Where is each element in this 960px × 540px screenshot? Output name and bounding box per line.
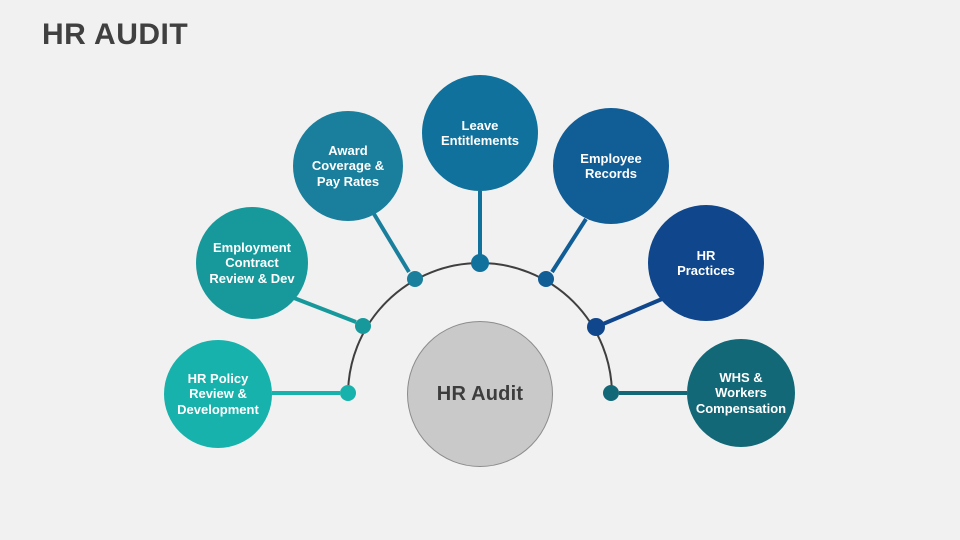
arc-dot-whs-workers-compensation[interactable]	[603, 385, 619, 401]
node-label-employee-records: Employee Records	[580, 150, 642, 181]
node-label-hr-practices: HR Practices	[677, 247, 735, 278]
node-hr-practices[interactable]: HR Practices	[648, 205, 764, 321]
node-hr-policy-review-development[interactable]: HR Policy Review & Development	[164, 340, 272, 448]
node-label-whs-workers-compensation: WHS & Workers Compensation	[695, 370, 787, 416]
node-whs-workers-compensation[interactable]: WHS & Workers Compensation	[687, 339, 795, 447]
hub-circle[interactable]: HR Audit	[407, 321, 553, 467]
connector-line-employee-records	[550, 217, 588, 274]
arc-dot-employment-contract-review-dev[interactable]	[355, 318, 371, 334]
page-title: HR AUDIT	[42, 18, 189, 51]
connector-line-award-coverage-pay-rates	[372, 212, 411, 274]
arc-dot-employee-records[interactable]	[538, 271, 554, 287]
node-employment-contract-review-dev[interactable]: Employment Contract Review & Dev	[196, 207, 308, 319]
node-award-coverage-pay-rates[interactable]: Award Coverage & Pay Rates	[293, 111, 403, 221]
hub-label: HR Audit	[436, 382, 524, 405]
node-label-award-coverage-pay-rates: Award Coverage & Pay Rates	[311, 143, 385, 189]
arc-node-dots-group	[340, 254, 619, 401]
connector-line-hr-practices	[602, 297, 663, 326]
node-employee-records[interactable]: Employee Records	[553, 108, 669, 224]
node-label-leave-entitlements: Leave Entitlements	[440, 117, 519, 148]
node-label-employment-contract-review-dev: Employment Contract Review & Dev	[209, 240, 295, 286]
arc-dot-hr-policy-review-development[interactable]	[340, 385, 356, 401]
node-label-hr-policy-review-development: HR Policy Review & Development	[177, 371, 259, 417]
arc-dot-leave-entitlements[interactable]	[471, 254, 489, 272]
connector-line-employment-contract-review-dev	[293, 296, 357, 324]
node-leave-entitlements[interactable]: Leave Entitlements	[422, 75, 538, 191]
connector-lines-group	[272, 191, 687, 395]
arc-dot-hr-practices[interactable]	[587, 318, 605, 336]
arc-dot-award-coverage-pay-rates[interactable]	[407, 271, 423, 287]
